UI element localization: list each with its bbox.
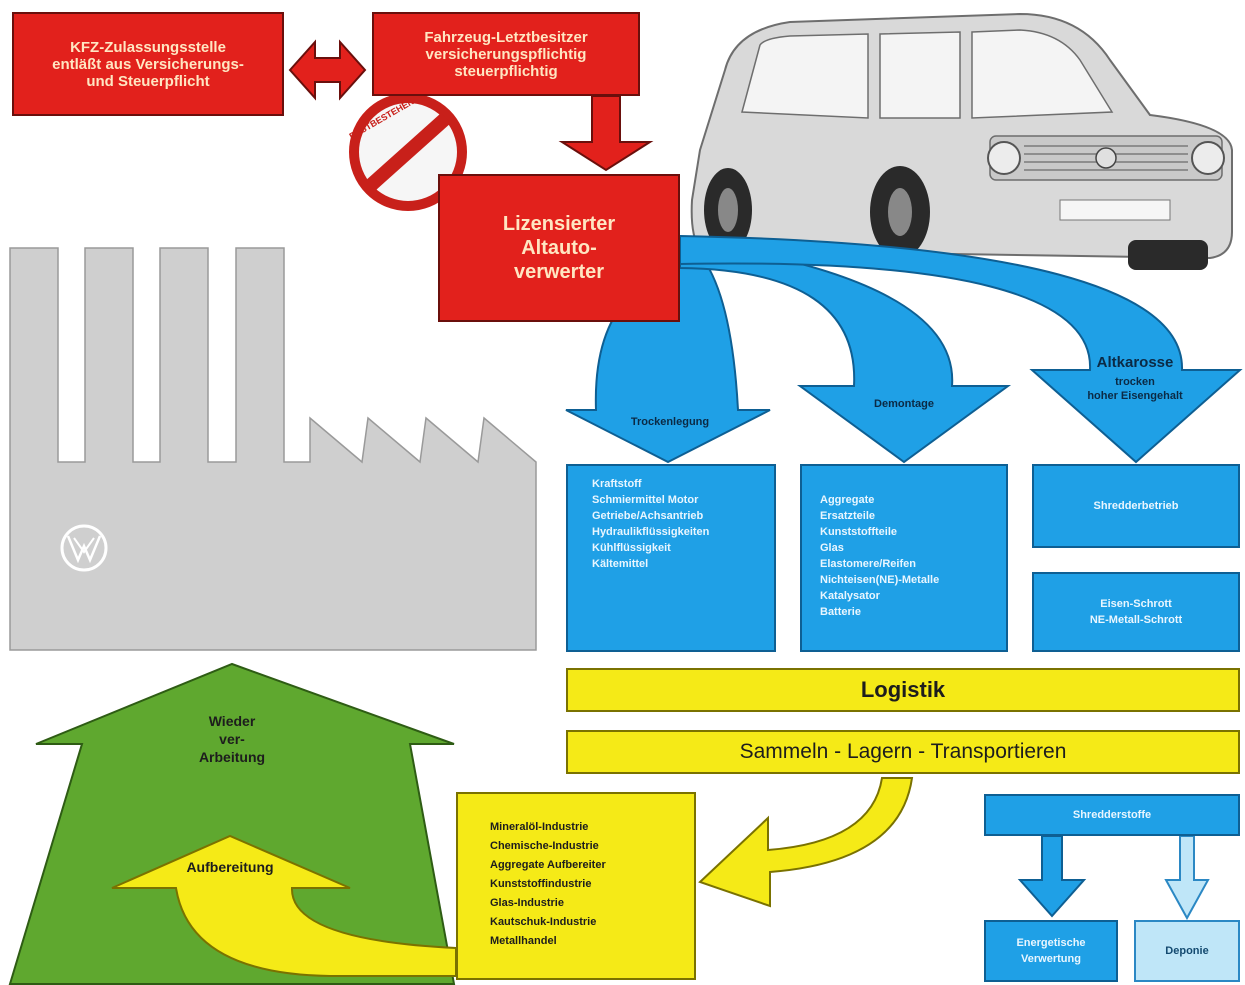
wieder-line: ver- [219,731,245,747]
list-item: Aggregate [820,494,875,506]
energy-line: Verwertung [1021,953,1081,965]
list-item: Nichteisen(NE)-Metalle [820,574,940,586]
aufbereitung-arrow [111,834,457,977]
list-item: Getriebe/Achsantrieb [592,510,704,522]
altkarosse-sub: hoher Eisengehalt [1087,390,1183,402]
logistik-title: Logistik [566,668,1240,712]
letztbesitzer-box: Fahrzeug-Letztbesitzer versicherungspfli… [372,12,640,96]
wieder-line: Wieder [208,713,256,729]
double-arrow-icon [288,39,367,101]
energy-line: Energetische [1016,937,1086,949]
arrow-altkarosse [679,234,1243,464]
altkarosse-sub: trocken [1115,376,1155,388]
list-item: Kraftstoff [592,478,642,490]
aufbereitung-label: Aufbereitung [186,859,274,875]
letztbesitzer-line: versicherungspflichtig [425,45,587,63]
list-item: Kunststoffteile [820,526,897,538]
no-entry-stamp-icon: RESTBESTEHENDE [347,90,467,211]
list-item: Elastomere/Reifen [820,558,916,570]
industries-box: Mineralöl-Industrie Chemische-Industrie … [456,792,696,980]
list-item: Katalysator [820,590,880,602]
list-item: Hydraulikflüssigkeiten [592,526,710,538]
arrow-to-energy [1017,835,1087,918]
schrott-line: NE-Metall-Schrott [1089,614,1183,626]
wieder-line: Arbeitung [198,749,266,765]
kfz-line: und Steuerpflicht [86,72,210,90]
logistik-subtitle: Sammeln - Lagern - Transportieren [566,730,1240,774]
trockenlegung-list: Kraftstoff Schmiermittel Motor Getriebe/… [566,464,776,652]
schrott-line: Eisen-Schrott [1100,598,1172,610]
wieder-label: Wieder ver- Arbeitung [162,712,302,766]
list-item: Ersatzteile [820,510,876,522]
demontage-label: Demontage [874,398,934,410]
letztbesitzer-line: steuerpflichtig [454,62,558,80]
yellow-flow-arrow [698,777,914,908]
list-item: Kühlflüssigkeit [592,542,671,554]
down-arrow-icon [558,95,654,172]
kfz-box: KFZ-Zulassungsstelle entläßt aus Versich… [12,12,284,116]
arrow-demontage [679,238,1012,464]
list-item: Batterie [820,606,861,618]
letztbesitzer-line: Fahrzeug-Letztbesitzer [424,28,588,46]
arrow-to-landfill [1164,835,1210,921]
list-item: Schmiermittel Motor [592,494,699,506]
green-recycling-arrow [8,662,456,985]
industry-item: Glas-Industrie [490,897,564,909]
altkarosse-title: Altkarosse [1096,354,1174,371]
trockenlegung-label: Trockenlegung [630,416,710,428]
verwerter-line: verwerter [513,261,605,283]
energy-box: Energetische Verwertung [984,920,1118,982]
verwerter-line: Lizensierter [502,213,616,235]
kfz-line: KFZ-Zulassungsstelle [70,38,226,56]
schrott-box: Eisen-Schrott NE-Metall-Schrott [1032,572,1240,652]
shredderstoffe-box: Shredderstoffe [984,794,1240,836]
verwerter-line: Altauto- [521,237,597,259]
list-item: Glas [820,542,844,554]
landfill-box: Deponie [1134,920,1240,982]
kfz-line: entläßt aus Versicherungs- [52,55,244,73]
industry-item: Chemische-Industrie [490,840,599,852]
list-item: Kältemittel [592,558,649,570]
industry-item: Kunststoffindustrie [490,878,592,890]
industry-item: Metallhandel [490,935,557,947]
industry-item: Kautschuk-Industrie [490,916,597,928]
industry-item: Aggregate Aufbereiter [490,859,606,871]
verwerter-box: Lizensierter Altauto- verwerter [438,174,680,322]
demontage-list: Aggregate Ersatzteile Kunststoffteile Gl… [800,464,1008,652]
factory-icon [9,247,537,651]
vw-logo-icon [60,524,108,572]
car-icon [690,12,1233,270]
industry-item: Mineralöl-Industrie [490,821,589,833]
shredderbetrieb-box: Shredderbetrieb [1032,464,1240,548]
